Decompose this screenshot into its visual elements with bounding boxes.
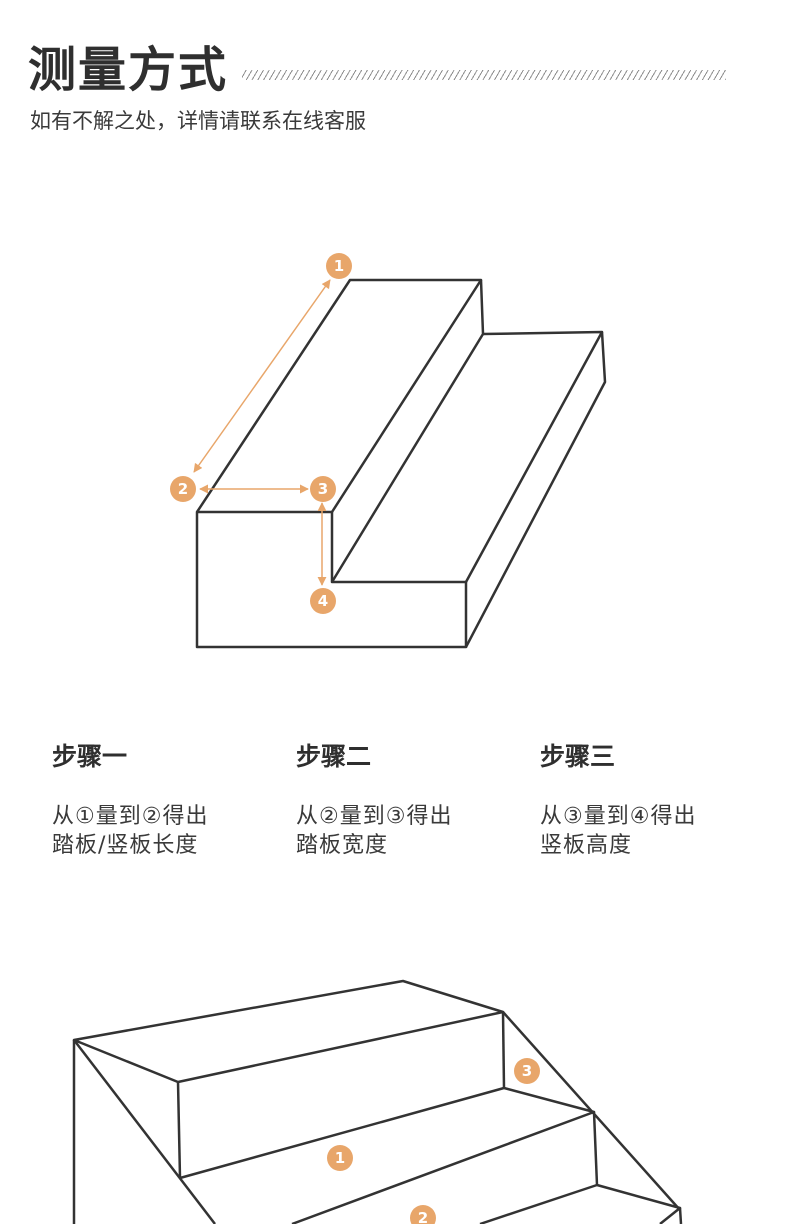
svg-text:2: 2: [178, 480, 188, 498]
step-1-line-1: 从①量到②得出: [52, 804, 209, 829]
decorative-hatch-divider: [242, 70, 726, 80]
marker-1: 1: [326, 253, 352, 279]
step-2: 步骤二 从②量到③得出踏板宽度: [296, 738, 526, 860]
stair-top-outline: [72, 979, 505, 1084]
svg-text:1: 1: [334, 257, 344, 275]
svg-text:4: 4: [318, 592, 328, 610]
measure-line-1-2: [193, 279, 331, 473]
step-2-line-2: 踏板宽度: [296, 833, 389, 858]
marker-4: 4: [310, 588, 336, 614]
step-1: 步骤一 从①量到②得出踏板/竖板长度: [52, 738, 282, 860]
step-3-desc: 从③量到④得出竖板高度: [540, 802, 770, 860]
step-1-line-2: 踏板/竖板长度: [52, 833, 199, 858]
step-3: 步骤三 从③量到④得出竖板高度: [540, 738, 770, 860]
step-2-title: 步骤二: [296, 742, 372, 771]
marker-bottom-2: 2: [410, 1205, 436, 1224]
stair-riser-1-right: [501, 1011, 506, 1089]
step-3-title: 步骤三: [540, 742, 616, 771]
marker-3: 3: [310, 476, 336, 502]
marker-bottom-3: 3: [514, 1058, 540, 1084]
step-3-line-1: 从③量到④得出: [540, 804, 697, 829]
step-2-line-1: 从②量到③得出: [296, 804, 453, 829]
step-1-title: 步骤一: [52, 742, 128, 771]
stair-riser-3-right: [678, 1207, 683, 1224]
stair-tread-2: [596, 1183, 682, 1224]
stair-riser-2-right: [592, 1111, 599, 1186]
svg-text:1: 1: [335, 1149, 345, 1167]
stair-tread-2-left: [479, 1183, 598, 1224]
page-title: 测量方式: [28, 42, 229, 98]
back-step-side: [464, 331, 607, 648]
svg-text:3: 3: [522, 1062, 532, 1080]
stair-left-diagonal: [73, 1039, 216, 1224]
svg-text:2: 2: [418, 1209, 428, 1224]
stair-riser-1: [176, 1081, 182, 1179]
stair-measure-diagram: 1 2 3 4: [170, 253, 607, 649]
step-1-desc: 从①量到②得出踏板/竖板长度: [52, 802, 282, 860]
svg-text:3: 3: [318, 480, 328, 498]
step-3-line-2: 竖板高度: [540, 833, 633, 858]
step-2-desc: 从②量到③得出踏板宽度: [296, 802, 526, 860]
page-subtitle: 如有不解之处，详情请联系在线客服: [30, 109, 366, 133]
marker-2: 2: [170, 476, 196, 502]
stair-right-diagonal: [502, 1011, 681, 1211]
stair-tread-1: [179, 1086, 596, 1224]
marker-bottom-1: 1: [327, 1145, 353, 1171]
